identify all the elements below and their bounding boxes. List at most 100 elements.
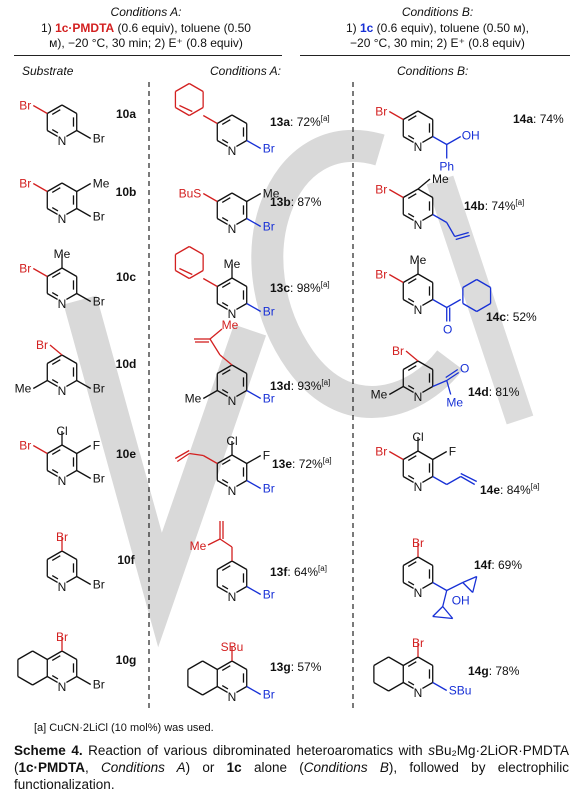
cyclohexene-bond — [188, 245, 204, 256]
nitrogen-label: N — [414, 480, 423, 494]
ring-bond — [402, 110, 419, 121]
methallyl-bond — [219, 538, 233, 548]
acyl-bond — [446, 298, 462, 309]
substituent-label: Br — [263, 482, 275, 496]
cyclohexene-double-bond — [179, 267, 193, 276]
allyl-double-bond — [455, 234, 470, 241]
oxygen-label: O — [460, 362, 469, 376]
ring-bond — [402, 681, 414, 690]
substituent-bond — [432, 379, 447, 388]
ring-bond — [46, 104, 63, 115]
methyl-bond — [209, 328, 223, 340]
substituent-label: Me — [263, 187, 280, 201]
product-b-label-14b: 14b: 74%[a] — [464, 198, 525, 213]
methyl-label: Me — [190, 539, 207, 553]
nitrogen-label: N — [228, 307, 237, 321]
double-bond — [221, 217, 229, 222]
substituent-label: Br — [392, 344, 404, 358]
nitrogen-label: N — [228, 394, 237, 408]
ring-bond — [46, 292, 58, 301]
product-a-label-13f: 13f: 64%[a] — [270, 564, 327, 579]
ring-bond — [66, 292, 78, 301]
cyclopropyl-bond — [446, 581, 464, 592]
nitrogen-label: N — [414, 303, 423, 317]
col-header-conditions-b: Conditions B: — [397, 64, 469, 78]
ring-bond — [66, 207, 78, 216]
acetyl-bond — [446, 380, 452, 395]
allyl-double-bond — [460, 472, 478, 483]
double-bond — [51, 469, 59, 474]
allyl-bond — [189, 452, 204, 457]
ring-bond — [402, 556, 419, 567]
substituent-label: Me — [15, 382, 32, 396]
substituent-label: Br — [375, 183, 387, 197]
ring-bond — [417, 110, 434, 121]
rule-b — [300, 55, 570, 56]
allyl-bond — [446, 222, 456, 237]
substrate-id: 10c — [116, 270, 136, 284]
substituent-bond — [246, 479, 262, 490]
ring-bond — [402, 298, 414, 307]
substituent-bond — [432, 581, 448, 592]
hydroxyl-label: OH — [462, 129, 480, 143]
ring-bond — [61, 650, 78, 661]
cyclohexene-bond — [188, 106, 204, 117]
double-bond — [51, 575, 59, 580]
ring-bond — [17, 675, 33, 686]
allyl-bond — [176, 452, 190, 463]
ring-bond — [216, 114, 233, 125]
ring-bond — [216, 685, 228, 694]
product-a-label-13a: 13a: 72%[a] — [270, 114, 330, 129]
substituent-bond — [76, 292, 92, 303]
ring-bond — [46, 182, 63, 193]
ring-bond — [61, 182, 78, 193]
substituent-bond — [76, 379, 92, 390]
substituent-label: Br — [93, 678, 105, 692]
ring-bond — [417, 556, 434, 567]
ring-bond — [402, 213, 414, 222]
double-bond — [221, 479, 229, 484]
ring-bond — [422, 213, 434, 222]
ring-bond — [46, 354, 63, 365]
double-bond — [51, 207, 59, 212]
substituent-bond — [76, 444, 92, 455]
cyclopropyl-bond — [432, 615, 453, 620]
substituent-label: Br — [375, 105, 387, 119]
ring-bond — [61, 550, 78, 561]
ring-bond — [187, 685, 203, 696]
double-bond — [221, 585, 229, 590]
double-bond — [407, 135, 415, 140]
nitrogen-label: N — [414, 686, 423, 700]
substituent-bond — [432, 475, 448, 486]
ring-bond — [422, 135, 434, 144]
ring-bond — [402, 188, 419, 199]
ring-bond — [422, 298, 434, 307]
ring-bond — [46, 675, 58, 684]
substituent-bond — [32, 267, 48, 278]
substrate-id: 10f — [117, 553, 135, 567]
substituent-label: Br — [412, 536, 424, 550]
substrate-id: 10b — [116, 185, 137, 199]
carbinol-bond — [446, 135, 462, 146]
product-b-label-14g: 14g: 78% — [468, 664, 520, 678]
substituent-label: SBu — [221, 640, 244, 654]
product-a-label-13b: 13b: 87% — [270, 195, 322, 209]
conditions-a-title: Conditions A: — [110, 5, 182, 19]
ring-bond — [216, 389, 228, 398]
ring-bond — [216, 139, 228, 148]
ring-bond — [388, 681, 404, 692]
cyclohexyl-bond — [462, 302, 478, 313]
substituent-bond — [32, 182, 48, 193]
methyl-label: Me — [222, 318, 239, 332]
ring-bond — [61, 104, 78, 115]
conditions-b-line2: −20 °C, 30 min; 2) E⁺ (0.8 equiv) — [350, 36, 525, 50]
ring-bond — [216, 302, 228, 311]
substituent-label: Br — [263, 392, 275, 406]
cyclohexyl-bond — [462, 278, 478, 289]
ring-bond — [402, 273, 419, 284]
substituent-bond — [76, 182, 92, 193]
cyclohexene-double-bond — [179, 104, 193, 113]
ring-bond — [231, 192, 248, 203]
substituent-label: Me — [371, 388, 388, 402]
